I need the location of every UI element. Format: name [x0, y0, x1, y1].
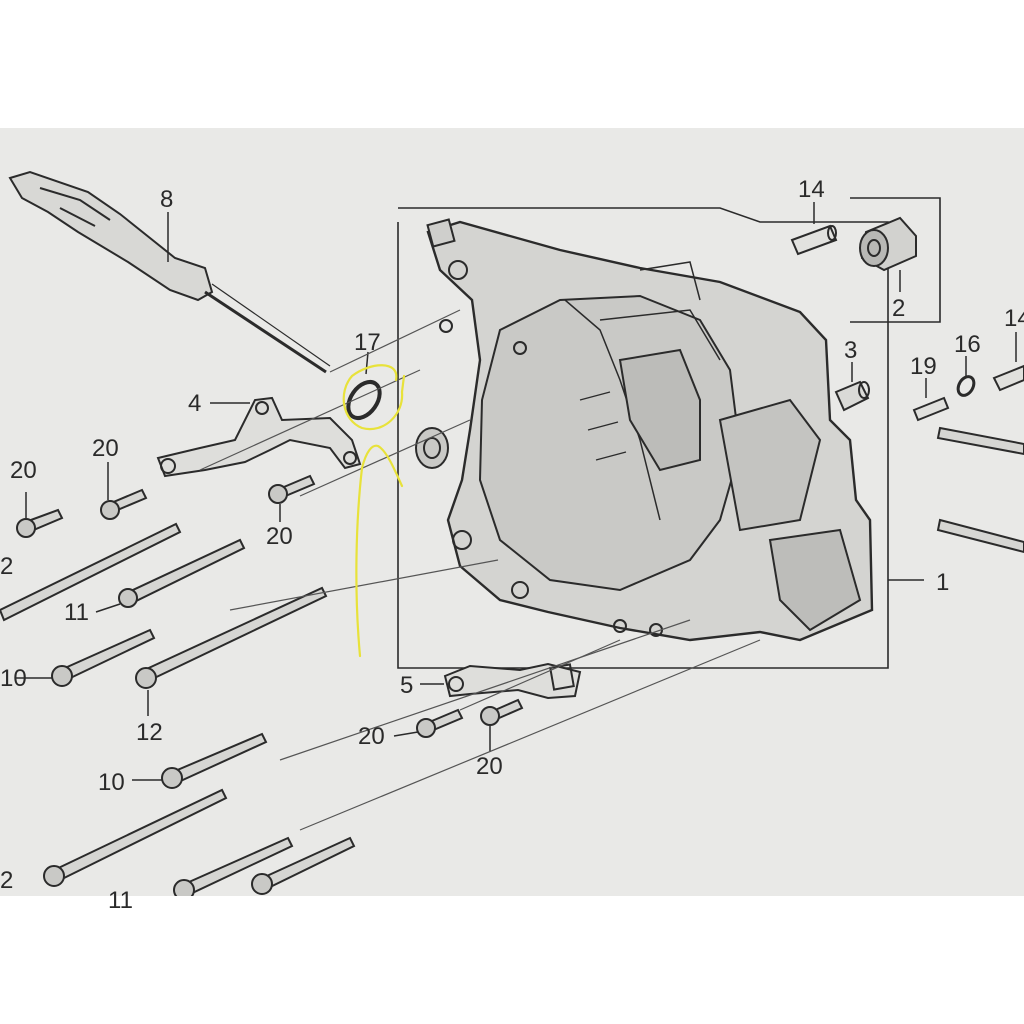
- callout-2-bottom: 2: [0, 867, 13, 894]
- callout-2-left: 2: [0, 553, 13, 580]
- callout-8: 8: [160, 186, 173, 213]
- crankcase-part: [415, 218, 874, 642]
- assembly-box-2: [850, 197, 941, 323]
- callout-20-e: 20: [476, 753, 503, 780]
- callout-14-right: 14: [1004, 305, 1024, 332]
- stud-right-upper: [936, 426, 1024, 456]
- alignment-lines: [199, 309, 761, 831]
- long-bolts: [0, 522, 356, 896]
- callout-16: 16: [954, 331, 981, 358]
- callout-20-c: 20: [266, 523, 293, 550]
- leader-20d: [393, 731, 419, 737]
- callout-17: 17: [354, 329, 381, 356]
- short-bolts-20: [16, 474, 524, 738]
- callout-10-bottom: 10: [98, 769, 125, 796]
- callout-11-bottom: 11: [108, 887, 133, 914]
- dowel-3-part: [834, 380, 870, 412]
- stud-right-lower: [936, 518, 1024, 554]
- callout-19: 19: [910, 353, 937, 380]
- leader-11a: [95, 603, 121, 613]
- dowel-pin-14-part: [790, 224, 838, 256]
- bracket-4-part: [156, 396, 362, 478]
- callout-1: 1: [936, 569, 949, 596]
- callout-3: 3: [844, 337, 857, 364]
- o-ring-17-part: [346, 379, 382, 421]
- dipstick-part: [8, 170, 331, 374]
- o-ring-16-part: [956, 375, 976, 397]
- callout-5: 5: [400, 672, 413, 699]
- callout-14: 14: [798, 176, 825, 203]
- pin-19-part: [912, 396, 950, 422]
- callout-20-d: 20: [358, 723, 385, 750]
- bushing-2-part: [859, 216, 917, 272]
- callout-20-b: 20: [92, 435, 119, 462]
- callout-labels: 1 2 2 2 3 4 5 8 10 10 11 11 12 14 14 16 …: [0, 176, 1024, 914]
- callout-12: 12: [136, 719, 163, 746]
- leader-17: [365, 351, 369, 375]
- highlight-annotation: [342, 364, 406, 658]
- callout-11: 11: [64, 599, 89, 626]
- callout-10-left: 10: [0, 665, 27, 692]
- callout-20-a: 20: [10, 457, 37, 484]
- dowel-14b-part: [992, 364, 1024, 392]
- callout-2-box: 2: [892, 295, 905, 322]
- callout-4: 4: [188, 390, 201, 417]
